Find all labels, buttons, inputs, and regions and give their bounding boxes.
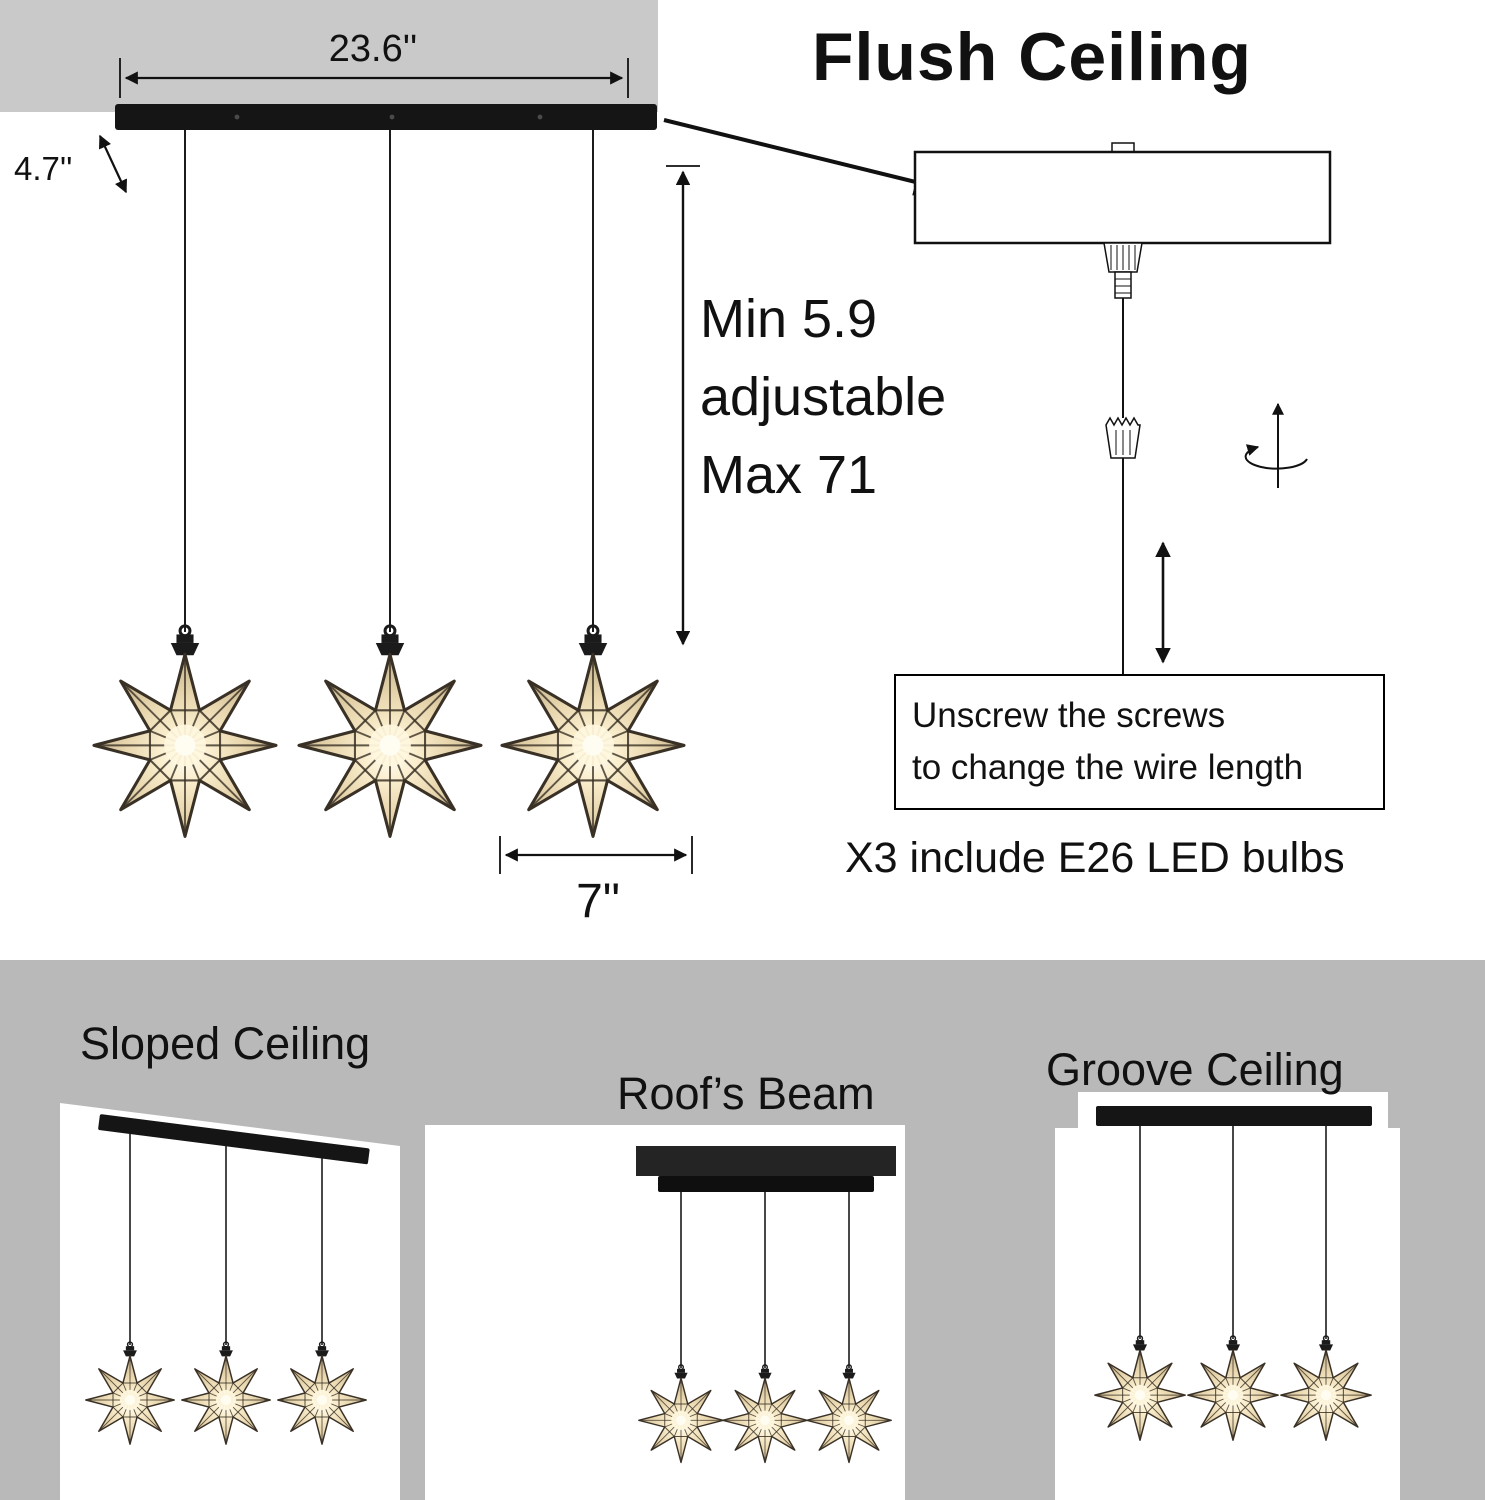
star-pendant — [92, 624, 278, 838]
scene-label-sloped-ceiling: Sloped Ceiling — [80, 1018, 371, 1069]
rotate-arrow-icon — [1244, 402, 1308, 488]
canopy-width-label: 4.7'' — [14, 150, 73, 187]
pointer-arrow — [663, 118, 943, 196]
pendant-cords — [184, 130, 594, 632]
page-title: Flush Ceiling — [812, 19, 1252, 95]
shade-width-label: 7" — [576, 875, 620, 928]
note-line-2: to change the wire length — [912, 748, 1304, 787]
shade-width-arrow — [499, 836, 693, 874]
drop-min-label: Min 5.9 — [700, 289, 878, 349]
wire-length-note-box: Unscrew the screws to change the wire le… — [894, 674, 1385, 810]
drop-range-label: Min 5.9 adjustable Max 71 — [700, 280, 946, 514]
star-pendant — [500, 624, 686, 838]
depth-dimension-arrow — [99, 134, 127, 194]
star-pendant — [297, 624, 483, 838]
drop-adjustable-label: adjustable — [700, 367, 947, 427]
scene-label-groove-ceiling: Groove Ceiling — [1046, 1044, 1344, 1095]
drop-max-label: Max 71 — [700, 445, 878, 505]
scene-label-roofs-beam: Roof’s Beam — [617, 1068, 875, 1119]
bulbs-included-label: X3 include E26 LED bulbs — [845, 834, 1345, 882]
cord-adjuster-drawing — [1103, 242, 1143, 688]
canopy-length-label: 23.6'' — [328, 28, 418, 70]
note-line-1: Unscrew the screws — [912, 696, 1226, 735]
drop-dimension-arrow — [666, 165, 700, 646]
canopy-detail-drawing — [913, 142, 1332, 245]
